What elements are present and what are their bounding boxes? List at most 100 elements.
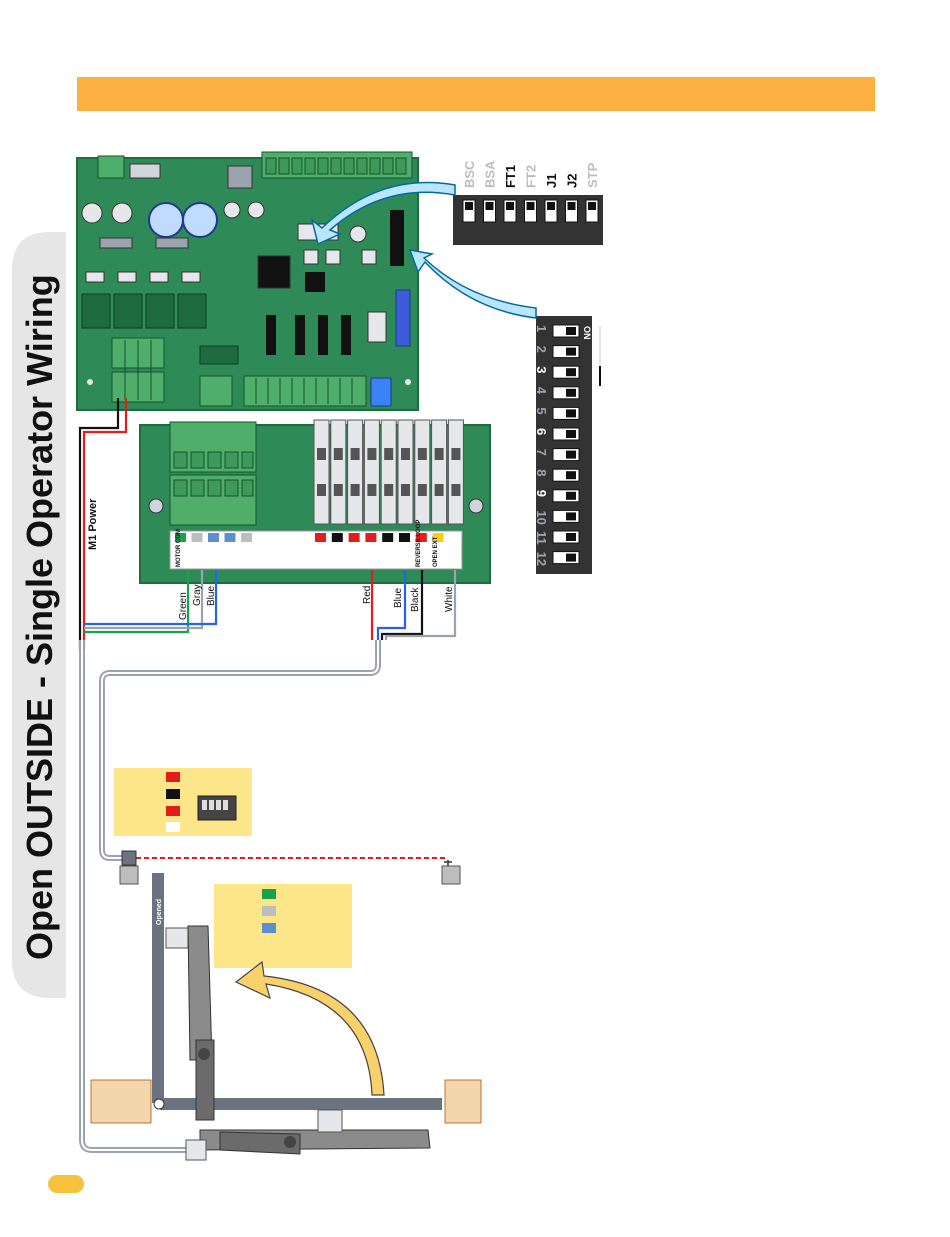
dip-right-switch-knob — [566, 492, 576, 500]
dip-right-number: 3 — [534, 366, 549, 373]
dip-top-switch-knob — [588, 202, 596, 210]
dip-right-switch-knob — [566, 554, 576, 562]
terminal-block — [415, 420, 430, 524]
terminal-color-swatch — [349, 533, 360, 542]
dip-top-label: BSC — [462, 160, 477, 188]
wire-label-red: Red — [362, 586, 373, 604]
terminal-block — [331, 420, 346, 524]
dip-right-switch-knob — [566, 451, 576, 459]
dip-right-number: 9 — [534, 490, 549, 497]
wire-label-gray: Gray — [192, 584, 203, 606]
dip-top-switch-knob — [486, 202, 494, 210]
terminal-block — [314, 420, 329, 524]
terminal-screw — [334, 484, 343, 496]
terminal-screw — [451, 484, 460, 496]
dip-top-switch-knob — [465, 202, 473, 210]
header-banner — [77, 77, 875, 111]
terminal-color-swatch — [399, 533, 410, 542]
wire-label-white: White — [444, 586, 455, 612]
terminal-block — [448, 420, 463, 524]
dip-switch-block-top: BSC BSA FT1 FT2 J1 J2 STP — [453, 160, 603, 245]
dip-right-switch-knob — [566, 409, 576, 417]
terminal-screw — [418, 484, 427, 496]
dip-top-label: J1 — [544, 174, 559, 188]
photo-eye-legend — [114, 768, 252, 836]
dip-top-label: FT1 — [503, 165, 518, 188]
terminal-color-swatch — [208, 533, 219, 542]
terminal-screw — [351, 448, 360, 460]
dip-top-label: BSA — [483, 160, 498, 188]
dip-top-label: FT2 — [524, 165, 539, 188]
dip-right-switch-knob — [566, 389, 576, 397]
terminal-screw — [367, 448, 376, 460]
dip-right-number: 7 — [534, 449, 549, 456]
dip-right-switch-knob — [566, 430, 576, 438]
dip-top-switch-knob — [547, 202, 555, 210]
dip-on-label: ON — [582, 326, 592, 340]
terminal-screw — [435, 448, 444, 460]
wire-label-blue-right: Blue — [393, 588, 404, 608]
wire-label-green: Green — [178, 592, 189, 620]
terminal-block — [398, 420, 413, 524]
terminal-color-swatch — [315, 533, 326, 542]
dip-top-switch-knob — [506, 202, 514, 210]
reverse-loop-label: REVERSE LOOP — [416, 520, 422, 567]
terminal-color-swatch — [225, 533, 236, 542]
dip-right-switch-knob — [566, 533, 576, 541]
terminal-screw — [401, 448, 410, 460]
terminal-color-swatch — [382, 533, 393, 542]
swing-arrow — [236, 962, 384, 1095]
terminal-screw — [435, 484, 444, 496]
terminal-color-swatch — [192, 533, 203, 542]
dip-right-switch-knob — [566, 471, 576, 479]
terminal-screw — [418, 448, 427, 460]
terminal-color-swatch — [365, 533, 376, 542]
terminal-screw — [351, 484, 360, 496]
terminal-board: MOTOR COM REVERSE LOOP OPEN EXT — [140, 420, 490, 583]
terminal-color-swatch — [241, 533, 252, 542]
terminal-block — [348, 420, 363, 524]
dip-right-number: 2 — [534, 346, 549, 353]
terminal-screw — [451, 448, 460, 460]
motor-com-label: MOTOR COM — [176, 529, 182, 567]
dip-top-label: J2 — [565, 174, 580, 188]
dip-right-number: 4 — [534, 387, 549, 395]
dip-right-switch-knob — [566, 327, 576, 335]
dip-right-switch-knob — [566, 512, 576, 520]
dip-right-number: 5 — [534, 407, 549, 414]
dip-top-switch-knob — [527, 202, 535, 210]
wire-label-black: Black — [410, 587, 421, 612]
terminal-block — [381, 420, 396, 524]
terminal-screw — [384, 484, 393, 496]
dip-right-number: 6 — [534, 428, 549, 435]
terminal-screw — [334, 448, 343, 460]
terminal-color-swatch — [332, 533, 343, 542]
dip-right-number: 8 — [534, 469, 549, 476]
control-board — [77, 152, 418, 410]
terminal-screw — [317, 484, 326, 496]
terminal-screw — [367, 484, 376, 496]
dip-right-number: 12 — [534, 552, 549, 566]
page-number-tab — [48, 1175, 84, 1193]
callout-arrow-right — [410, 250, 536, 318]
dip-right-switch-knob — [566, 368, 576, 376]
dip-right-number: 11 — [534, 531, 549, 545]
dip-right-switch-knob — [566, 348, 576, 356]
page-title: Open OUTSIDE - Single Operator Wiring — [19, 274, 60, 960]
open-ext-label: OPEN EXT — [433, 536, 439, 567]
dip-top-label: STP — [585, 162, 600, 188]
terminal-screw — [384, 448, 393, 460]
wire-label-blue-left: Blue — [206, 586, 217, 606]
dip-top-switch-knob — [568, 202, 576, 210]
photo-eye-beam — [120, 851, 460, 884]
terminal-screw — [317, 448, 326, 460]
conduit-left — [82, 640, 186, 1150]
gate-opened-label: Opened — [156, 899, 163, 925]
dip-right-number: 10 — [534, 510, 549, 524]
motor-legend — [214, 884, 352, 968]
terminal-block — [364, 420, 379, 524]
terminal-block — [432, 420, 447, 524]
dip-right-number: 1 — [534, 325, 549, 332]
